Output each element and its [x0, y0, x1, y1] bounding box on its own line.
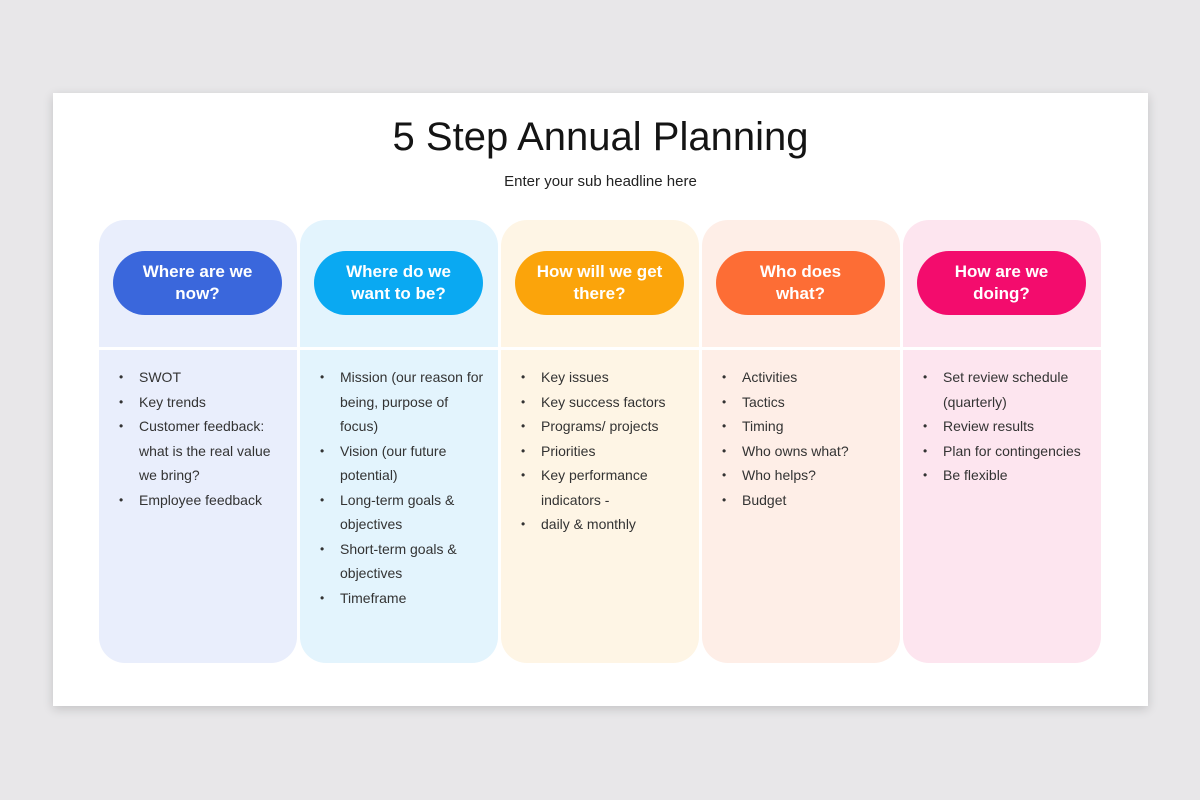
step-column-2: Where do we want to be? Mission (our rea… — [300, 220, 498, 663]
list-item: Programs/ projects — [521, 414, 689, 439]
list-item: Vision (our future potential) — [320, 439, 488, 488]
divider — [300, 347, 498, 350]
step-column-5: How are we doing? Set review schedule (q… — [903, 220, 1101, 663]
slide: 5 Step Annual Planning Enter your sub he… — [53, 93, 1148, 706]
step-1-bullet-list: SWOT Key trends Customer feedback: what … — [119, 365, 287, 512]
list-item: Short-term goals & objectives — [320, 537, 488, 586]
list-item: Key trends — [119, 390, 287, 415]
slide-title: 5 Step Annual Planning — [392, 115, 809, 159]
list-item: Timeframe — [320, 586, 488, 611]
step-4-heading-pill[interactable]: Who does what? — [716, 251, 885, 315]
step-3-bullet-list: Key issues Key success factors Programs/… — [521, 365, 689, 537]
list-item: Key performance indicators - — [521, 463, 689, 512]
list-item: SWOT — [119, 365, 287, 390]
list-item: Employee feedback — [119, 488, 287, 513]
step-2-bullet-list: Mission (our reason for being, purpose o… — [320, 365, 488, 610]
list-item: Activities — [722, 365, 890, 390]
step-1-heading-pill[interactable]: Where are we now? — [113, 251, 282, 315]
list-item: Timing — [722, 414, 890, 439]
list-item: Be flexible — [923, 463, 1091, 488]
step-column-4: Who does what? Activities Tactics Timing… — [702, 220, 900, 663]
list-item: Plan for contingencies — [923, 439, 1091, 464]
list-item: Key success factors — [521, 390, 689, 415]
list-item: Mission (our reason for being, purpose o… — [320, 365, 488, 439]
list-item: Review results — [923, 414, 1091, 439]
slide-subtitle: Enter your sub headline here — [504, 173, 697, 190]
list-item: Key issues — [521, 365, 689, 390]
step-5-bullet-list: Set review schedule (quarterly) Review r… — [923, 365, 1091, 488]
step-5-heading-pill[interactable]: How are we doing? — [917, 251, 1086, 315]
list-item: Who helps? — [722, 463, 890, 488]
list-item: Priorities — [521, 439, 689, 464]
step-3-heading-pill[interactable]: How will we get there? — [515, 251, 684, 315]
step-column-3: How will we get there? Key issues Key su… — [501, 220, 699, 663]
list-item: Budget — [722, 488, 890, 513]
divider — [99, 347, 297, 350]
step-2-heading-pill[interactable]: Where do we want to be? — [314, 251, 483, 315]
list-item: Long-term goals & objectives — [320, 488, 488, 537]
list-item: Set review schedule (quarterly) — [923, 365, 1091, 414]
list-item: Customer feedback: what is the real valu… — [119, 414, 287, 488]
list-item: daily & monthly — [521, 512, 689, 537]
step-column-1: Where are we now? SWOT Key trends Custom… — [99, 220, 297, 663]
divider — [501, 347, 699, 350]
divider — [702, 347, 900, 350]
steps-row: Where are we now? SWOT Key trends Custom… — [99, 220, 1102, 663]
list-item: Tactics — [722, 390, 890, 415]
list-item: Who owns what? — [722, 439, 890, 464]
step-4-bullet-list: Activities Tactics Timing Who owns what?… — [722, 365, 890, 512]
divider — [903, 347, 1101, 350]
